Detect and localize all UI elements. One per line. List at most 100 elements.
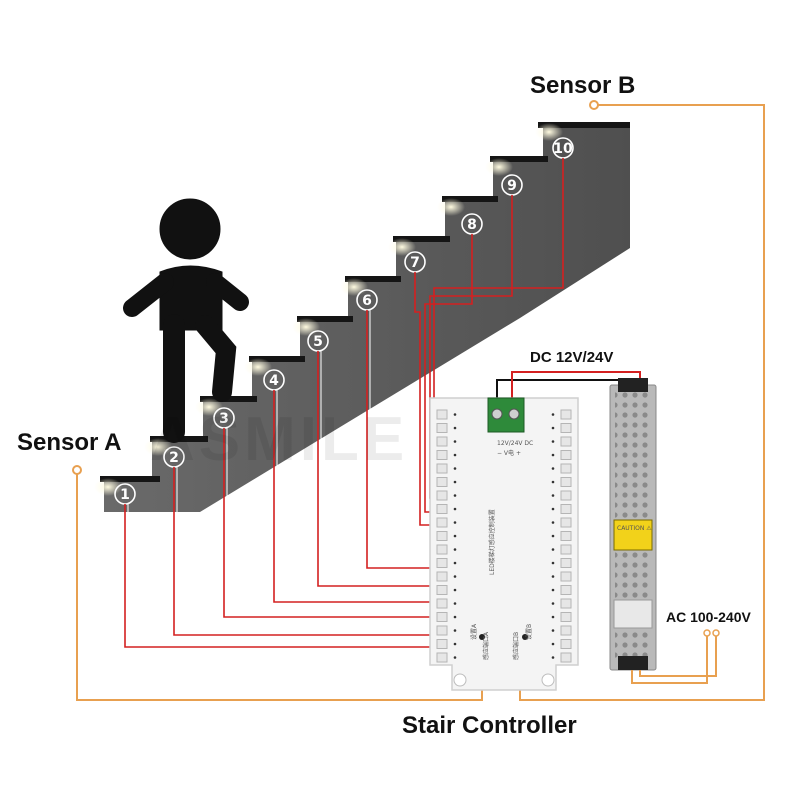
pad-icon <box>453 453 457 457</box>
pad-icon <box>453 656 457 659</box>
terminal-icon <box>436 477 448 487</box>
step-number: 9 <box>507 178 517 194</box>
terminal-icon <box>436 612 448 622</box>
step-number: 3 <box>219 411 229 427</box>
pad-icon <box>453 548 457 551</box>
sensor-a-label: Sensor A <box>17 429 121 456</box>
terminal-icon <box>560 639 572 649</box>
terminal-icon <box>436 450 448 460</box>
terminal-icon <box>436 585 448 595</box>
terminal-icon <box>560 409 572 420</box>
step-number: 6 <box>362 293 372 309</box>
terminal-icon <box>436 409 448 420</box>
pad-icon <box>453 588 457 592</box>
step-number: 1 <box>120 487 130 503</box>
pad-icon <box>453 534 457 538</box>
step-wire <box>414 272 436 526</box>
step-wire <box>369 310 436 566</box>
step-wire <box>273 390 436 603</box>
terminal-icon <box>436 625 448 636</box>
ac-connector-icon <box>712 629 720 637</box>
ac-voltage-label: AC 100-240V <box>666 609 751 625</box>
terminal-icon <box>436 423 448 433</box>
terminal-icon <box>560 571 572 582</box>
pad-icon <box>453 521 457 524</box>
pad-icon <box>453 426 457 430</box>
terminal-icon <box>436 571 448 582</box>
step-wire <box>173 467 436 636</box>
set-b-label: 设置B <box>525 624 533 640</box>
terminal-icon <box>560 558 572 568</box>
terminal-icon <box>560 450 572 460</box>
pad-icon <box>453 575 457 578</box>
step-wire <box>176 467 436 633</box>
set-a-label: 设置A <box>470 623 478 640</box>
set-b-button-icon <box>522 634 528 640</box>
step-wire <box>124 504 436 648</box>
sensor-port-b-label: 感应端口B <box>512 632 520 660</box>
terminal-icon <box>560 436 572 447</box>
pad-icon <box>551 629 555 632</box>
terminal-icon <box>436 517 448 528</box>
psu-output-terminal <box>618 378 648 392</box>
terminal-icon <box>560 585 572 595</box>
terminal-label: 12V/24V DC <box>497 440 533 447</box>
terminal-icon <box>560 504 572 514</box>
power-supply-unit: CAUTION ⚠ <box>609 378 657 671</box>
terminal-icon <box>560 423 572 433</box>
pad-icon <box>453 561 457 565</box>
pad-icon <box>453 629 457 632</box>
step-wire <box>317 351 436 587</box>
step-number: 5 <box>313 334 323 350</box>
mount-hole-icon <box>541 673 555 687</box>
pad-icon <box>551 426 555 430</box>
terminal-icon <box>560 517 572 528</box>
terminal-icon <box>560 544 572 555</box>
step-number: 10 <box>553 141 573 157</box>
pad-icon <box>551 602 555 605</box>
pad-icon <box>453 440 457 443</box>
set-a-button-icon <box>479 634 485 640</box>
pad-icon <box>551 507 555 511</box>
dc-voltage-label: DC 12V/24V <box>530 349 613 366</box>
pad-icon <box>551 467 555 470</box>
terminal-icon <box>560 477 572 487</box>
pad-icon <box>551 494 555 497</box>
controller-title: LED楼梯灯感应控制装置 <box>488 509 496 575</box>
pad-icon <box>453 615 457 619</box>
terminal-icon <box>436 531 448 541</box>
pad-icon <box>551 656 555 659</box>
sensor-a-icon <box>72 465 82 475</box>
step-wire <box>276 390 436 600</box>
pad-icon <box>551 588 555 592</box>
terminal-icon <box>436 558 448 568</box>
pad-icon <box>551 642 555 646</box>
pad-icon <box>551 453 555 457</box>
ac-connector-icon <box>703 629 711 637</box>
terminal-icon <box>560 612 572 622</box>
step-number: 2 <box>169 450 179 466</box>
terminal-icon <box>436 436 448 447</box>
terminal-icon <box>436 652 448 663</box>
pad-icon <box>453 642 457 646</box>
pad-icon <box>551 534 555 538</box>
psu-input-terminal <box>618 656 648 670</box>
pad-icon <box>551 561 555 565</box>
terminal-icon <box>560 490 572 501</box>
sensor-port-a-label: 感应端口A <box>482 631 490 660</box>
pad-icon <box>551 548 555 551</box>
terminal-icon <box>560 625 572 636</box>
terminal-icon <box>436 639 448 649</box>
caution-label: CAUTION ⚠ <box>617 525 652 532</box>
terminal-icon <box>436 504 448 514</box>
terminal-icon <box>436 544 448 555</box>
sensor-b-icon <box>589 100 599 110</box>
terminal-icon <box>560 463 572 474</box>
pad-icon <box>551 480 555 484</box>
controller-label: Stair Controller <box>402 712 577 739</box>
pad-icon <box>453 467 457 470</box>
terminal-icon <box>436 463 448 474</box>
terminal-blocks <box>436 409 572 663</box>
pad-icon <box>453 413 457 416</box>
screw-icon <box>491 408 503 420</box>
